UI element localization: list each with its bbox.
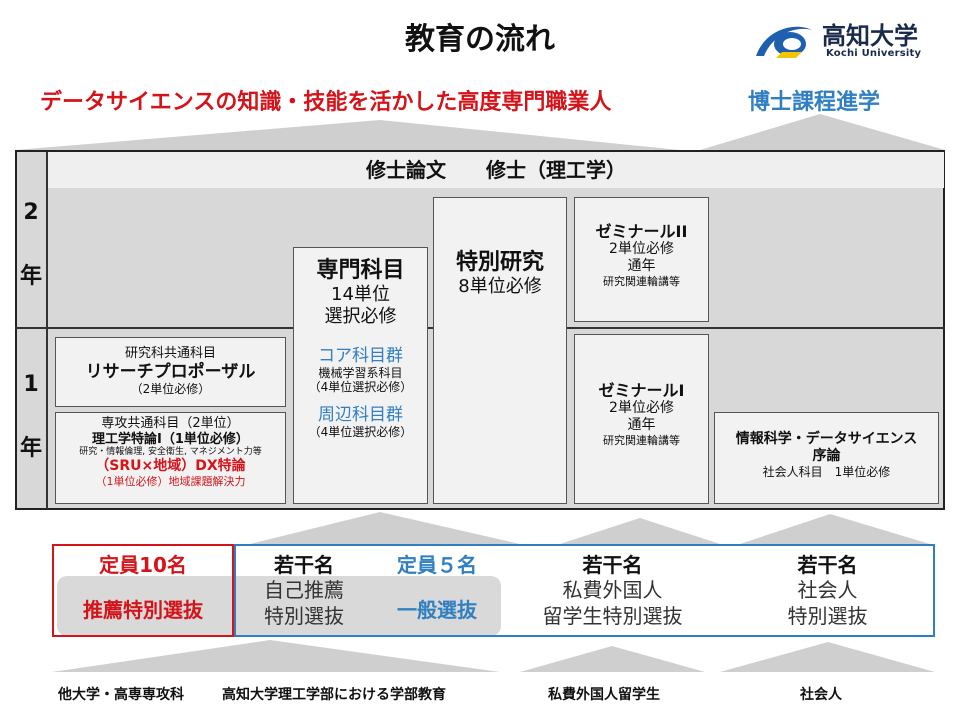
year1-number: 1: [23, 372, 39, 397]
intro-ds-name2: 序論: [812, 447, 841, 464]
source-intl-students: 私費外国人留学生: [548, 687, 660, 703]
self-recommend-line2: 特別選抜: [264, 604, 344, 628]
major-common-topics: 研究・情報倫理, 安全衛生, マネジメント力等: [79, 447, 262, 458]
seminar-2-note: 研究関連輪講等: [603, 274, 680, 288]
intl-quota: 若干名: [582, 553, 643, 577]
recommend-quota: 定員10名: [99, 553, 187, 577]
intl-admission-line1: 私費外国人: [562, 578, 663, 602]
core-courses-label: コア科目群: [318, 345, 403, 366]
university-name-en: Kochi University: [826, 48, 922, 59]
intl-admission: 私費外国人 留学生特別選抜: [520, 577, 705, 629]
source-other-univ: 他大学・高専専攻科: [58, 687, 184, 703]
source-arrow-intl: [520, 646, 705, 672]
specialized-credits: 14単位: [331, 284, 390, 306]
general-quota: 定員５名: [397, 553, 477, 577]
source-arrow-adult: [720, 642, 935, 672]
core-courses-note: （4単位選択必修）: [308, 380, 413, 395]
frame-to-admission-arrow-1: [250, 512, 520, 544]
thesis-label: 修士論文 修士（理工学）: [366, 158, 626, 182]
seminar-1: ゼミナールI 2単位必修 通年 研究関連輪講等: [574, 334, 709, 504]
career-goal: データサイエンスの知識・技能を活かした高度専門職業人: [40, 90, 612, 115]
intro-ds-note: 社会人科目 1単位必修: [762, 464, 891, 479]
peripheral-courses-label: 周辺科目群: [318, 404, 403, 425]
peripheral-courses-note: （4単位選択必修）: [308, 425, 413, 440]
core-courses-sub: 機械学習系科目: [318, 365, 403, 380]
dx-note: （1単位必修）地域課題解決力: [95, 474, 246, 488]
self-recommend-admission: 自己推薦 特別選抜: [234, 577, 374, 629]
goal-main-arrow: [15, 120, 680, 150]
recommend-admission: 推薦特別選抜: [83, 598, 203, 622]
general-admission: 一般選抜: [397, 598, 477, 622]
seminar-1-period: 通年: [627, 416, 656, 433]
goal-doctoral-arrow: [700, 114, 945, 150]
doctoral-goal: 博士課程進学: [748, 90, 881, 115]
year2-label: 年: [19, 264, 42, 289]
special-research-credits: 8単位必修: [458, 276, 542, 298]
special-research: 特別研究 8単位必修: [433, 197, 567, 504]
intro-ds-name: 情報科学・データサイエンス: [735, 431, 918, 447]
year-column-divider: [46, 152, 48, 509]
seminar-2-period: 通年: [627, 257, 656, 274]
self-recommend-quota: 若干名: [274, 553, 334, 577]
dx-course: （SRU×地域）DX特論: [95, 457, 246, 474]
intro-data-science: 情報科学・データサイエンス 序論 社会人科目 1単位必修: [714, 412, 939, 504]
adult-admission-line2: 特別選抜: [787, 604, 868, 628]
adult-quota: 若干名: [797, 553, 858, 577]
source-working-adults: 社会人: [800, 687, 842, 703]
major-common-label: 専攻共通科目（2単位）: [101, 416, 240, 431]
seminar-1-name: ゼミナールI: [598, 381, 685, 400]
adult-admission: 社会人 特別選抜: [740, 577, 915, 629]
self-recommend-line1: 自己推薦: [264, 578, 344, 602]
seminar-2: ゼミナールII 2単位必修 通年 研究関連輪講等: [574, 197, 709, 322]
special-research-name: 特別研究: [455, 250, 544, 275]
seminar-2-name: ゼミナールII: [595, 222, 688, 241]
university-name: 高知大学: [822, 22, 918, 50]
seminar-1-credits: 2単位必修: [609, 400, 674, 417]
research-common-name: リサーチプロポーザル: [85, 361, 256, 382]
research-common-label: 研究科共通科目: [124, 346, 216, 361]
seminar-1-note: 研究関連輪講等: [603, 433, 680, 447]
general-admission-box: [234, 544, 935, 637]
admission-highlight: [57, 576, 501, 636]
major-common-name: 理工学特論Ⅰ（1単位必修）: [92, 431, 249, 447]
major-common-course: 専攻共通科目（2単位） 理工学特論Ⅰ（1単位必修） 研究・情報倫理, 安全衛生,…: [55, 412, 286, 504]
specialized-name: 専門科目: [316, 258, 405, 283]
thesis-bar: [48, 152, 944, 188]
year2-number: 2: [23, 200, 39, 225]
source-arrow-main: [52, 640, 500, 672]
specialized-courses: 専門科目 14単位 選択必修 コア科目群 機械学習系科目 （4単位選択必修） 周…: [293, 247, 428, 504]
source-kochi-undergrad: 高知大学理工学部における学部教育: [222, 687, 446, 703]
year1-label: 年: [19, 436, 42, 461]
intl-admission-line2: 留学生特別選抜: [542, 604, 683, 628]
frame-to-admission-arrow-3: [740, 514, 930, 544]
recommend-admission-box: [52, 544, 234, 637]
adult-admission-line1: 社会人: [797, 578, 858, 602]
page-title: 教育の流れ: [405, 22, 555, 57]
kochi-university-logo-icon: [756, 26, 812, 58]
frame-to-admission-arrow-2: [560, 518, 720, 544]
specialized-type: 選択必修: [324, 305, 397, 327]
research-common-course: 研究科共通科目 リサーチプロポーザル （2単位必修）: [55, 337, 286, 407]
seminar-2-credits: 2単位必修: [609, 241, 674, 258]
research-common-credits: （2単位必修）: [130, 381, 211, 396]
